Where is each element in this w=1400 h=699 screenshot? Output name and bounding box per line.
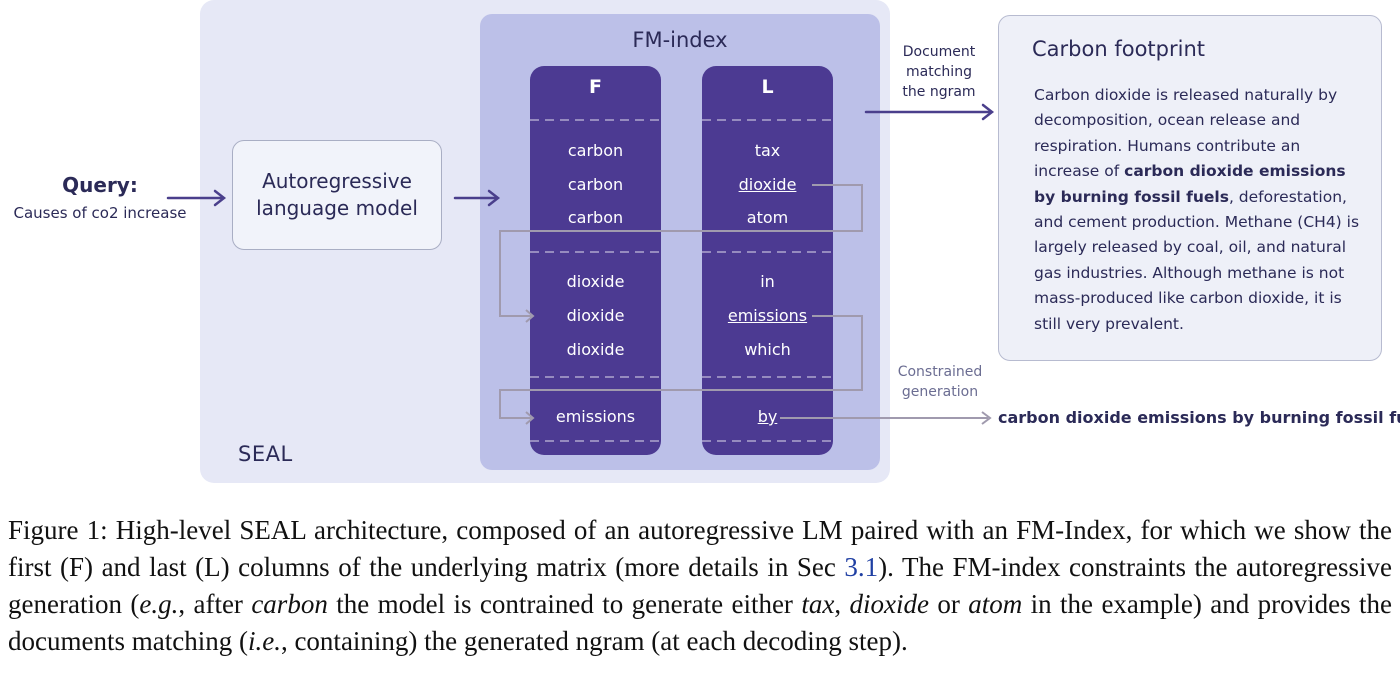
dioxide-constraint-path <box>499 184 863 317</box>
l-cell: by <box>702 407 833 427</box>
language-model-box: Autoregressive language model <box>232 140 442 250</box>
f-cell: carbon <box>567 208 624 227</box>
generated-output-text: carbon dioxide emissions by burning foss… <box>998 408 1400 427</box>
caption-text: , <box>834 589 850 619</box>
f-cell: dioxide <box>566 306 625 325</box>
document-body-part1: Carbon dioxide is released naturally by … <box>1034 86 1338 181</box>
caption-text: Figure 1: High-level SEAL architecture, … <box>8 515 1392 582</box>
f-cell: carbon <box>567 141 624 160</box>
document-matching-line3: the ngram <box>902 84 976 100</box>
document-body-bold: carbon dioxide emissions by burning foss… <box>1034 162 1346 206</box>
caption-text: in the example) and provides the documen… <box>8 589 1393 656</box>
constrained-generation-line1: Constrained <box>897 364 983 380</box>
constrained-generation-label: Constrained generation <box>880 362 1000 402</box>
emissions-constraint-arrowhead <box>525 411 535 425</box>
document-body-part2: , deforestation, and cement production. … <box>1034 187 1360 333</box>
f-cell: emissions <box>555 407 636 426</box>
document-box <box>998 15 1382 361</box>
l-cell: dioxide <box>702 175 833 195</box>
constrained-generation-line2: generation <box>901 384 979 400</box>
figure-caption: Figure 1: High-level SEAL architecture, … <box>8 512 1392 660</box>
document-arrowhead <box>981 103 995 121</box>
constraint-paths <box>499 184 992 425</box>
f-cell: carbon <box>567 175 624 194</box>
flow-arrows <box>166 103 995 207</box>
query-text: Causes of co2 increase <box>13 204 187 222</box>
f-cell: dioxide <box>566 272 625 291</box>
output-arrowhead <box>981 411 992 425</box>
model-arrowhead <box>487 189 501 207</box>
document-title: Carbon footprint <box>1032 37 1205 61</box>
row-separators <box>530 119 833 442</box>
caption-text: , after <box>178 589 252 619</box>
l-column-header: L <box>761 76 774 98</box>
caption-italic: carbon <box>251 589 328 619</box>
language-model-label-line1: Autoregressive <box>262 169 412 193</box>
caption-italic: dioxide <box>849 589 929 619</box>
l-cell: tax <box>754 141 781 160</box>
l-cell: atom <box>746 208 789 227</box>
f-column-header: F <box>589 76 602 98</box>
fm-index-title: FM-index <box>632 28 728 52</box>
caption-text: or <box>928 589 969 619</box>
caption-italic: atom <box>968 589 1023 619</box>
l-cell: in <box>760 272 775 291</box>
emissions-constraint-path <box>499 315 863 419</box>
document-matching-line2: matching <box>906 64 972 80</box>
l-cell: emissions <box>702 306 833 326</box>
document-body: Carbon dioxide is released naturally by … <box>1034 83 1366 337</box>
l-cell-text: dioxide <box>738 175 797 194</box>
seal-label: SEAL <box>238 442 293 466</box>
document-matching-label: Document matching the ngram <box>893 42 985 102</box>
caption-section-link[interactable]: 3.1 <box>844 552 879 582</box>
caption-italic: tax <box>801 589 835 619</box>
caption-italic: e.g. <box>139 589 179 619</box>
l-cell-text: by <box>757 407 778 426</box>
f-cell: dioxide <box>566 340 625 359</box>
l-cell-text: emissions <box>727 306 808 325</box>
caption-italic: i.e. <box>247 626 281 656</box>
language-model-label-line2: language model <box>256 196 418 220</box>
query-arrowhead <box>213 189 227 207</box>
query-title: Query: <box>62 173 138 197</box>
caption-text: ). The FM-index constraints the autoregr… <box>8 552 1392 619</box>
caption-text: the model is contrained to generate eith… <box>327 589 802 619</box>
dioxide-constraint-arrowhead <box>525 309 535 323</box>
document-matching-line1: Document <box>902 44 976 60</box>
caption-text: , containing) the generated ngram (at ea… <box>280 626 908 656</box>
l-cell: which <box>744 340 791 359</box>
